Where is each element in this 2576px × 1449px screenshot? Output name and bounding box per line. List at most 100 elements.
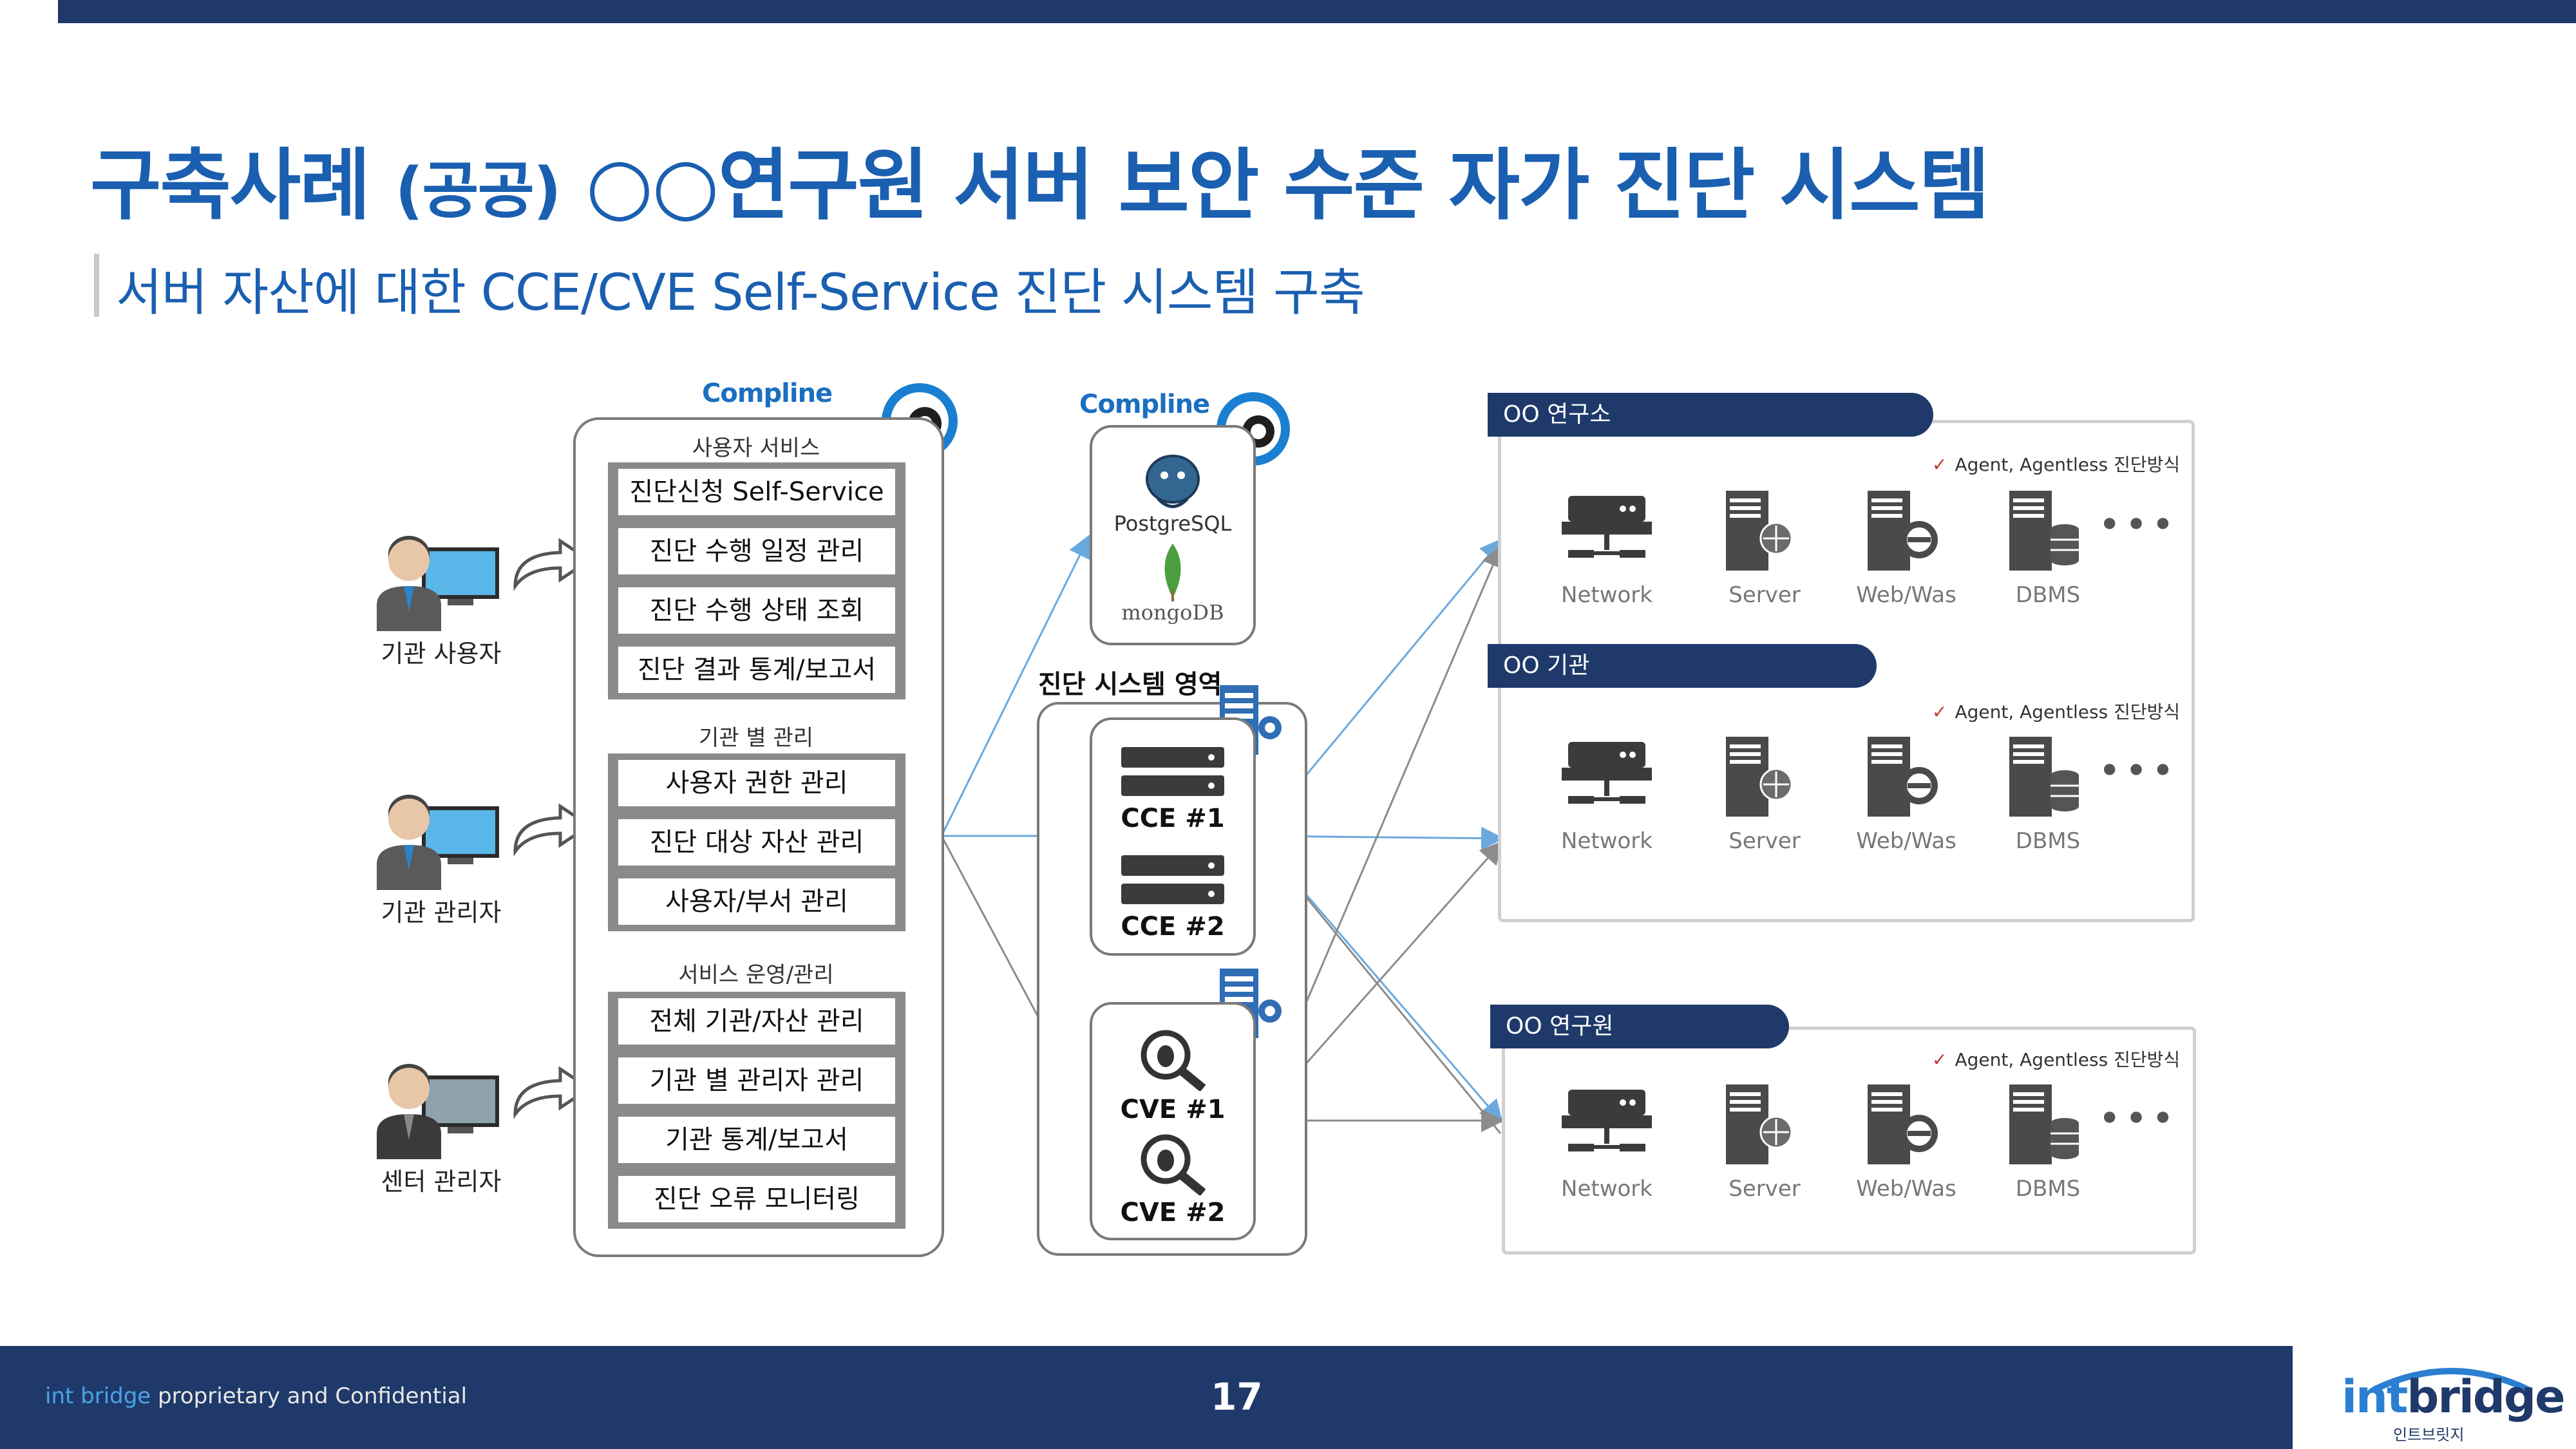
line-to-db <box>940 534 1090 837</box>
cce-1-label: CCE #1 <box>1121 804 1225 833</box>
device-webwas: Web/Was <box>1842 1083 1971 1202</box>
group-org-manage: 사용자 권한 관리 진단 대상 자산 관리 사용자/부서 관리 <box>608 753 905 931</box>
compline-brand: Compline <box>702 379 833 408</box>
server-icon <box>1719 1083 1829 1170</box>
user-1: 기관 사용자 <box>377 535 525 669</box>
user-icon <box>377 536 499 631</box>
user-label: 센터 관리자 <box>381 1168 502 1196</box>
cce-box: CCE #1 CCE #2 <box>1090 717 1256 956</box>
zone-title: 진단 시스템 영역 <box>1038 670 1222 699</box>
device-dbms: DBMS <box>1984 1083 2112 1202</box>
webwas-icon <box>1861 735 1971 822</box>
cce-server-icon <box>1121 747 1224 796</box>
device-label: Web/Was <box>1856 582 1956 608</box>
device-label: Web/Was <box>1856 1176 1956 1202</box>
device-network: Network <box>1542 1083 1671 1202</box>
more-dots-icon: ••• <box>2098 1096 2179 1141</box>
service-item: 진단 수행 상태 조회 <box>618 587 895 634</box>
footer-brand: int bridge <box>45 1383 151 1409</box>
page-number: 17 <box>1211 1375 1263 1419</box>
postgres-label: PostgreSQL <box>1113 511 1232 536</box>
device-network: Network <box>1542 735 1671 854</box>
bridge-arc-icon <box>2372 1368 2530 1391</box>
title-main: 구축사례 <box>90 141 371 231</box>
dbms-icon <box>2003 1083 2112 1170</box>
site-tab-2: OO 기관 <box>1488 644 1877 688</box>
device-webwas: Web/Was <box>1842 735 1971 854</box>
footer-bar <box>0 1346 2293 1449</box>
page-title: 구축사례 (공공) ○○연구원 서버 보안 수준 자가 진단 시스템 <box>90 122 1990 234</box>
network-icon <box>1562 1083 1671 1157</box>
device-label: Server <box>1728 1176 1801 1202</box>
user-icon <box>377 1064 499 1159</box>
webwas-icon <box>1861 489 1971 576</box>
device-webwas: Web/Was <box>1842 489 1971 608</box>
device-network: Network <box>1542 489 1671 608</box>
subtitle-bar <box>94 254 99 317</box>
device-label: Server <box>1728 828 1801 854</box>
more-dots-icon: ••• <box>2098 748 2179 793</box>
cve-bug-icon <box>1141 1134 1206 1195</box>
dbms-icon <box>2003 489 2112 576</box>
site-method-2: ✓Agent, Agentless 진단방식 <box>1932 701 2181 723</box>
device-label: Network <box>1561 828 1653 854</box>
cce-server-icon <box>1121 855 1224 904</box>
logo-subtext: 인트브릿지 <box>2393 1426 2465 1444</box>
user-2: 기관 관리자 <box>377 793 525 928</box>
device-server: Server <box>1700 1083 1829 1202</box>
logo-text: intbridge <box>2342 1370 2566 1423</box>
group-title-service-ops: 서비스 운영/관리 <box>678 962 834 988</box>
user-label: 기관 관리자 <box>381 898 502 927</box>
device-label: DBMS <box>2015 828 2081 854</box>
mongodb-label: mongoDB <box>1121 600 1224 625</box>
site-tab-1: OO 연구소 <box>1488 393 1933 437</box>
page-subtitle: 서버 자산에 대한 CCE/CVE Self-Service 진단 시스템 구축 <box>116 264 1365 322</box>
service-item: 사용자/부서 관리 <box>618 878 895 925</box>
service-item: 기관 통계/보고서 <box>618 1117 895 1163</box>
device-label: Web/Was <box>1856 828 1956 854</box>
network-icon <box>1562 489 1671 563</box>
service-item: 진단 결과 통계/보고서 <box>618 647 895 693</box>
site-method-1: ✓Agent, Agentless 진단방식 <box>1932 454 2181 475</box>
cce-2-label: CCE #2 <box>1121 912 1225 942</box>
cve-2-label: CVE #2 <box>1120 1198 1226 1227</box>
service-item: 사용자 권한 관리 <box>618 760 895 806</box>
service-item: 기관 별 관리자 관리 <box>618 1057 895 1104</box>
device-server: Server <box>1700 735 1829 854</box>
footer-confidential: int bridge proprietary and Confidential <box>45 1383 467 1409</box>
device-dbms: DBMS <box>1984 735 2112 854</box>
site-tab-3: OO 연구원 <box>1490 1005 1789 1048</box>
service-item: 진단 대상 자산 관리 <box>618 819 895 866</box>
db-brand: Compline <box>1079 390 1210 419</box>
service-item: 진단 수행 일정 관리 <box>618 528 895 574</box>
top-bar <box>58 0 2576 23</box>
cve-bug-icon <box>1141 1030 1206 1091</box>
group-service-ops: 전체 기관/자산 관리 기관 별 관리자 관리 기관 통계/보고서 진단 오류 … <box>608 992 905 1229</box>
network-icon <box>1562 735 1671 809</box>
more-dots-icon: ••• <box>2098 502 2179 547</box>
compline-panel: 사용자 서비스 진단신청 Self-Service 진단 수행 일정 관리 진단… <box>573 417 944 1257</box>
user-label: 기관 사용자 <box>381 639 502 668</box>
postgres-icon <box>1146 455 1200 508</box>
user-3: 센터 관리자 <box>377 1063 525 1197</box>
server-icon <box>1719 489 1829 576</box>
db-panel: PostgreSQL mongoDB <box>1090 425 1256 645</box>
service-item: 전체 기관/자산 관리 <box>618 998 895 1045</box>
webwas-icon <box>1861 1083 1971 1170</box>
group-title-org-manage: 기관 별 관리 <box>698 725 813 751</box>
device-label: Server <box>1728 582 1801 608</box>
device-dbms: DBMS <box>1984 489 2112 608</box>
title-paren: (공공) <box>395 155 561 227</box>
server-icon <box>1719 735 1829 822</box>
service-item: 진단 오류 모니터링 <box>618 1176 895 1222</box>
dbms-icon <box>2003 735 2112 822</box>
service-item: 진단신청 Self-Service <box>618 469 895 515</box>
cve-1-label: CVE #1 <box>1120 1095 1226 1124</box>
cve-box: CVE #1 CVE #2 <box>1090 1002 1256 1240</box>
mongodb-icon <box>1164 544 1181 601</box>
group-user-service: 진단신청 Self-Service 진단 수행 일정 관리 진단 수행 상태 조… <box>608 462 905 699</box>
device-label: Network <box>1561 582 1653 608</box>
title-rest: ○○연구원 서버 보안 수준 자가 진단 시스템 <box>585 141 1990 231</box>
user-icon <box>377 795 499 890</box>
site-box-3 <box>1502 1027 2196 1255</box>
